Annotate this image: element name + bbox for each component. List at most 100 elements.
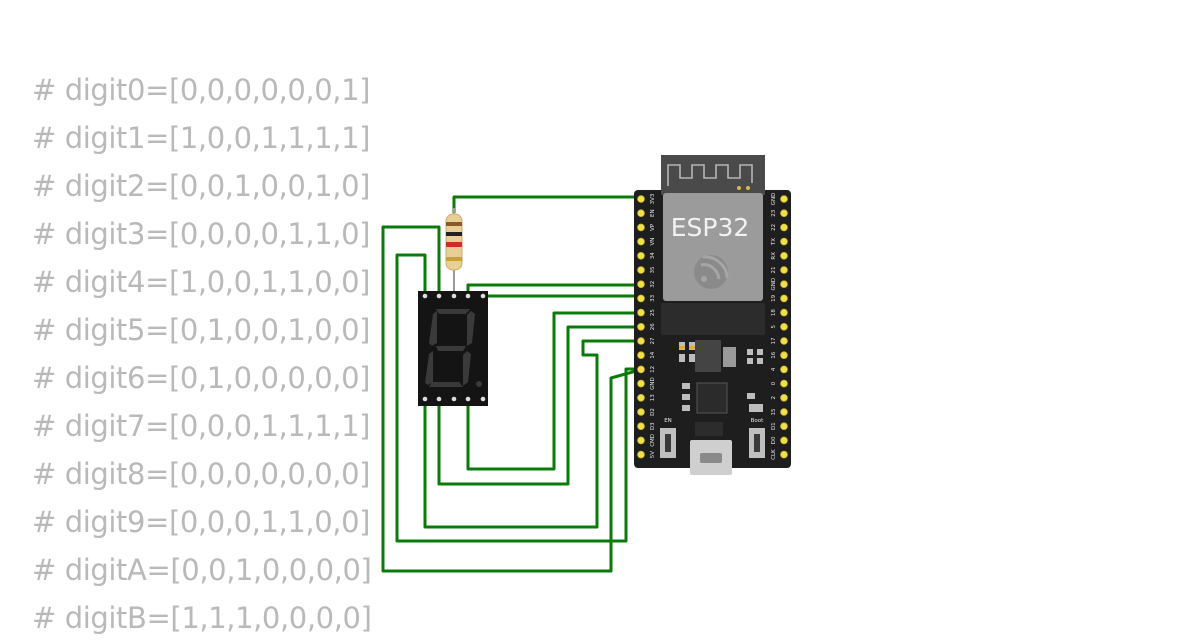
left-pin-label: VN	[650, 238, 656, 246]
right-pin-label: 2	[771, 396, 777, 400]
right-pin-label: 4	[771, 367, 777, 371]
wire-seg-f[interactable]	[395, 253, 640, 543]
right-pin[interactable]	[780, 223, 788, 232]
right-pin[interactable]	[780, 294, 788, 303]
right-pin[interactable]	[780, 450, 788, 459]
right-pin[interactable]	[780, 393, 788, 402]
left-pin[interactable]	[637, 294, 645, 303]
right-pin[interactable]	[780, 195, 788, 203]
board-label: ESP32	[671, 213, 750, 242]
code-line: # digit0=[0,0,0,0,0,0,1]	[32, 73, 371, 107]
right-pin[interactable]	[780, 266, 788, 274]
right-pin[interactable]	[780, 322, 788, 331]
right-pin[interactable]	[780, 365, 788, 374]
code-line: # digit4=[1,0,0,1,1,0,0]	[32, 265, 371, 299]
right-pin-label: D0	[771, 436, 777, 444]
en-label: EN	[664, 418, 672, 424]
code-line: # digit8=[0,0,0,0,0,0,0]	[32, 457, 371, 491]
right-pin-label: GND	[771, 278, 777, 291]
right-pin[interactable]	[780, 408, 788, 416]
left-pin[interactable]	[637, 195, 645, 203]
usb-port[interactable]	[690, 422, 732, 475]
left-pin-label: 12	[650, 366, 656, 373]
code-line: # digit1=[1,0,0,1,1,1,1]	[32, 121, 371, 155]
right-pin-label: D1	[771, 422, 777, 430]
right-pin[interactable]	[780, 436, 788, 445]
right-pin[interactable]	[780, 308, 788, 317]
left-pin[interactable]	[637, 337, 645, 345]
right-pin[interactable]	[780, 280, 788, 289]
right-pin-label: 21	[771, 267, 777, 274]
segments	[425, 309, 482, 387]
left-pin[interactable]	[637, 393, 645, 402]
left-pin-label: 13	[650, 394, 656, 401]
left-pin-label: D3	[650, 422, 656, 430]
code-line: # digit9=[0,0,0,1,1,0,0]	[32, 505, 371, 539]
right-pin-label: 15	[771, 408, 777, 415]
right-pin[interactable]	[780, 237, 788, 246]
boot-label: Boot	[751, 418, 765, 424]
right-pin[interactable]	[780, 337, 788, 345]
right-pin-label: 18	[771, 309, 777, 316]
en-button[interactable]	[660, 428, 676, 458]
code-line: # digitB=[1,1,1,0,0,0,0]	[32, 601, 372, 635]
wires	[381, 195, 641, 573]
left-pin-label: 27	[650, 337, 656, 344]
wire-seg-a[interactable]	[466, 283, 640, 294]
left-pin-label: 14	[650, 351, 656, 358]
resistor[interactable]	[445, 208, 463, 296]
right-pin-label: TX	[771, 238, 777, 246]
code-line: # digit6=[0,1,0,0,0,0,0]	[32, 361, 371, 395]
left-pin-label: 35	[650, 266, 656, 273]
right-pin[interactable]	[780, 209, 788, 218]
esp32-board[interactable]: ESP32 EN Boot	[634, 155, 791, 475]
left-pin[interactable]	[637, 322, 645, 331]
wire-seg-c[interactable]	[466, 311, 640, 471]
wire-seg-g[interactable]	[381, 225, 641, 573]
left-pin-label: 26	[650, 323, 656, 330]
left-pin-label: 5V	[650, 451, 656, 458]
right-pin-label: 5	[771, 325, 777, 329]
left-pin[interactable]	[637, 365, 645, 374]
right-pin-label: CLK	[771, 449, 777, 460]
right-pin-label: 16	[771, 351, 777, 358]
left-pin[interactable]	[637, 351, 645, 360]
left-pin[interactable]	[637, 266, 645, 274]
left-pin[interactable]	[637, 280, 645, 289]
wire-seg-e[interactable]	[423, 339, 640, 529]
wire-3v3-resistor[interactable]	[452, 195, 640, 213]
seven-segment-display[interactable]	[418, 291, 488, 406]
left-pin-label: GND	[650, 377, 656, 390]
left-pin-label: VP	[650, 223, 656, 231]
code-line: # digit3=[0,0,0,0,1,1,0]	[32, 217, 371, 251]
left-pin[interactable]	[637, 237, 645, 246]
left-pin[interactable]	[637, 436, 645, 445]
code-line: # digit5=[0,1,0,0,1,0,0]	[32, 313, 371, 347]
left-pin[interactable]	[637, 408, 645, 416]
wire-seg-d[interactable]	[437, 325, 640, 486]
left-pin[interactable]	[637, 223, 645, 232]
code-line: # digit2=[0,0,1,0,0,1,0]	[32, 169, 371, 203]
right-pin[interactable]	[780, 422, 788, 431]
left-pin-label: D2	[650, 408, 656, 416]
right-pin[interactable]	[780, 252, 788, 260]
left-pin[interactable]	[637, 379, 645, 388]
left-pin[interactable]	[637, 308, 645, 317]
left-pin[interactable]	[637, 422, 645, 431]
left-pin[interactable]	[637, 252, 645, 260]
right-pin-label: 17	[771, 337, 777, 344]
left-pin[interactable]	[637, 209, 645, 218]
left-pin[interactable]	[637, 450, 645, 459]
right-pin[interactable]	[780, 379, 788, 388]
code-line: # digitA=[0,0,1,0,0,0,0]	[32, 553, 372, 587]
boot-button[interactable]	[749, 428, 765, 458]
right-pin-label: RX	[771, 252, 777, 260]
right-pin-label: 19	[771, 294, 777, 301]
right-pin[interactable]	[780, 351, 788, 360]
right-pin-label: 0	[771, 381, 777, 385]
left-pin-label: 25	[650, 309, 656, 316]
code-line: # digit7=[0,0,0,1,1,1,1]	[32, 409, 371, 443]
left-pin-label: 33	[650, 294, 656, 301]
